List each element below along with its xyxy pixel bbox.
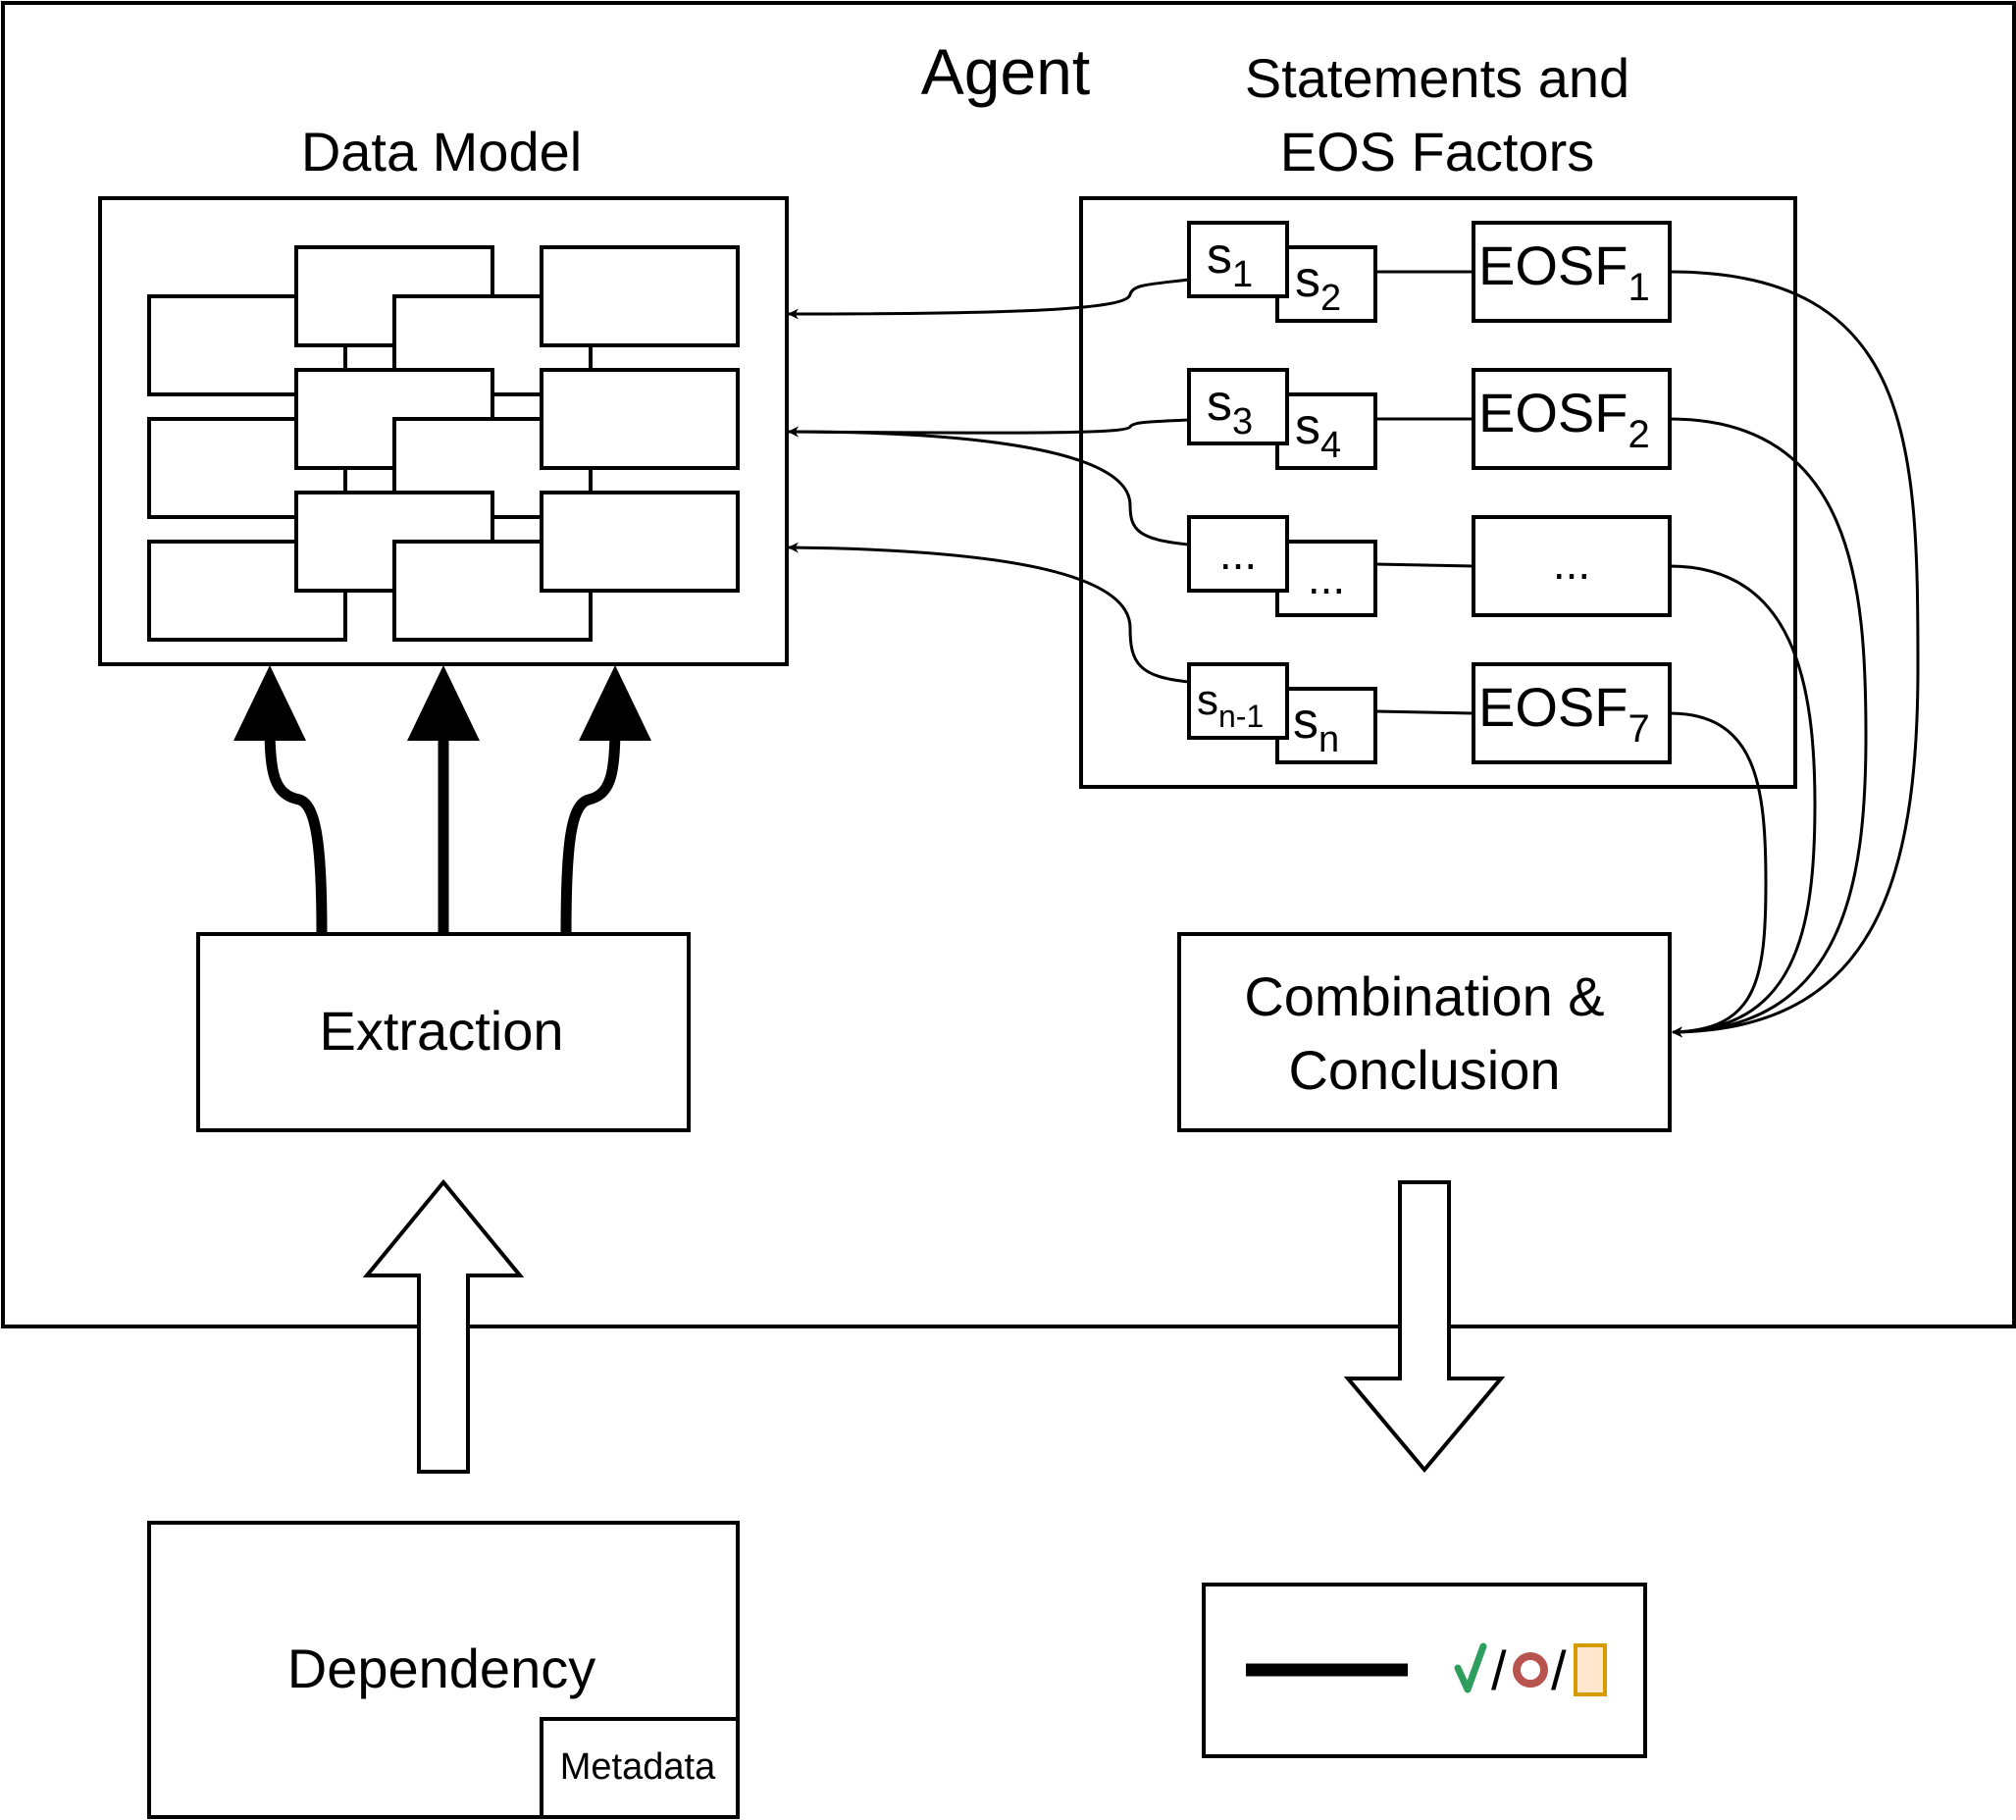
statement-links	[1374, 270, 1474, 715]
dependency-label: Dependency	[287, 1638, 595, 1699]
dependency-up-arrow	[362, 1178, 525, 1474]
dependency-box: Dependency Metadata	[147, 1521, 740, 1819]
data-model	[98, 196, 789, 666]
statements-title-line2: EOS Factors	[1280, 121, 1595, 182]
result-box: / /	[1202, 1583, 1647, 1758]
statement-right-label: s2	[1295, 251, 1341, 319]
circle-icon	[1513, 1652, 1548, 1688]
statement-right-label: sn	[1293, 693, 1339, 760]
combination-label-line2: Conclusion	[1288, 1039, 1560, 1101]
check-icon	[1454, 1642, 1487, 1693]
rectangle-icon	[1574, 1643, 1607, 1696]
result-separator: /	[1551, 1639, 1567, 1701]
eos-factor-label: EOSF1	[1478, 234, 1650, 309]
statement-row-1: s1 s2 EOSF1	[1187, 221, 1672, 323]
data-model-tables	[147, 245, 740, 642]
statement-left-label: s1	[1207, 228, 1253, 295]
extraction-box	[196, 932, 691, 1132]
combination-label-line1: Combination &	[1244, 965, 1604, 1027]
statement-to-data-model-arrows	[787, 278, 1190, 684]
statement-right-label: s4	[1295, 398, 1341, 466]
result-separator: /	[1491, 1639, 1507, 1701]
statement-row-3: ... ... ...	[1187, 515, 1672, 617]
data-model-title: Data Model	[301, 121, 582, 182]
eos-factor-label: EOSF7	[1478, 676, 1650, 751]
eos-factor-label: EOSF2	[1478, 382, 1650, 456]
eos-factor-label: ...	[1553, 538, 1590, 589]
statement-left-label: s3	[1207, 375, 1253, 442]
metadata-label: Metadata	[560, 1746, 716, 1788]
result-down-arrow	[1343, 1180, 1506, 1474]
statement-row-2: s3 s4 EOSF2	[1187, 368, 1672, 470]
extraction-to-data-model-arrows	[233, 665, 651, 935]
eos-to-combination-arrows	[1669, 270, 1920, 1038]
extraction-label: Extraction	[320, 1000, 564, 1062]
statement-left-label: ...	[1219, 528, 1257, 579]
combination-box	[1177, 932, 1672, 1132]
statements-title-line1: Statements and	[1245, 47, 1629, 109]
statement-right-label: ...	[1308, 552, 1345, 603]
statement-left-label: sn-1	[1197, 676, 1264, 734]
agent-title: Agent	[921, 35, 1090, 108]
